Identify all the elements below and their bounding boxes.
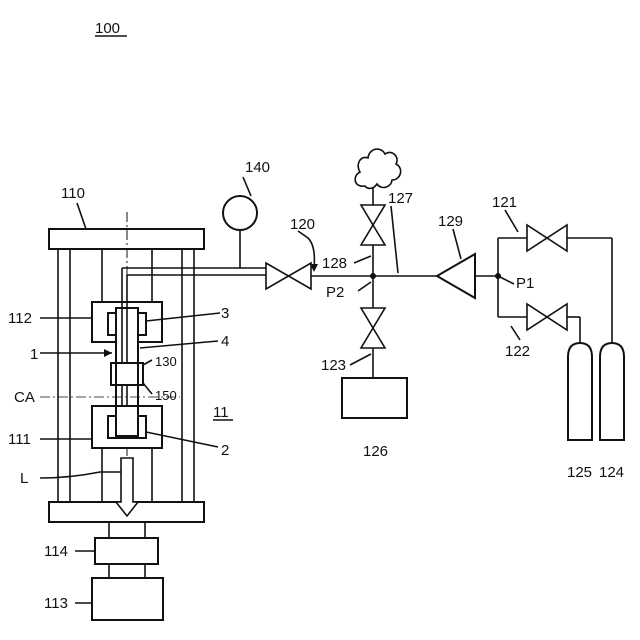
valve-122 bbox=[527, 304, 567, 330]
label-P2: P2 bbox=[326, 284, 344, 301]
label-112: 112 bbox=[8, 310, 32, 327]
label-150: 150 bbox=[155, 388, 177, 403]
label-127: 127 bbox=[388, 190, 413, 207]
vacuum-pump-126 bbox=[342, 378, 407, 418]
label-140: 140 bbox=[245, 159, 270, 176]
leader-122 bbox=[511, 326, 520, 340]
valve-121 bbox=[527, 225, 567, 251]
leader-127 bbox=[391, 206, 398, 273]
label-129: 129 bbox=[438, 213, 463, 230]
valve-120 bbox=[266, 263, 311, 289]
valve-128 bbox=[361, 205, 385, 245]
label-114: 114 bbox=[44, 543, 68, 560]
leader-L bbox=[40, 472, 121, 478]
label-CA: CA bbox=[14, 389, 35, 406]
figure-number: 100 bbox=[95, 20, 120, 37]
leader-140 bbox=[243, 177, 251, 196]
actuator-113 bbox=[92, 578, 163, 620]
leader-120 bbox=[298, 231, 314, 268]
load-arrow bbox=[116, 458, 138, 516]
label-124: 124 bbox=[599, 464, 624, 481]
label-11: 11 bbox=[213, 404, 229, 421]
specimen-lower-end bbox=[116, 406, 138, 436]
label-121: 121 bbox=[492, 194, 517, 211]
pressure-gauge-140 bbox=[223, 196, 257, 230]
label-120: 120 bbox=[290, 216, 315, 233]
leader-129 bbox=[453, 229, 461, 259]
label-113: 113 bbox=[44, 595, 68, 612]
regulator-129 bbox=[437, 254, 475, 298]
label-2: 2 bbox=[221, 442, 229, 459]
label-126: 126 bbox=[363, 443, 388, 460]
leader-P2 bbox=[358, 282, 371, 291]
leader-P1 bbox=[500, 277, 514, 284]
leader-123 bbox=[350, 354, 371, 365]
label-L: L bbox=[20, 470, 28, 487]
leader-128 bbox=[354, 256, 371, 263]
label-4: 4 bbox=[221, 333, 229, 350]
label-123: 123 bbox=[321, 357, 346, 374]
label-128: 128 bbox=[322, 255, 347, 272]
valve-123 bbox=[361, 308, 385, 348]
label-P1: P1 bbox=[516, 275, 534, 292]
label-1: 1 bbox=[30, 346, 38, 363]
label-110: 110 bbox=[61, 185, 85, 202]
leader-121 bbox=[505, 210, 518, 232]
leader-1-arrow bbox=[104, 349, 112, 357]
label-3: 3 bbox=[221, 305, 229, 322]
leader-110 bbox=[77, 203, 86, 229]
gas-cylinder-125 bbox=[568, 343, 592, 440]
label-130: 130 bbox=[155, 354, 177, 369]
label-111: 111 bbox=[8, 431, 31, 448]
label-125: 125 bbox=[567, 464, 592, 481]
sensor-core bbox=[116, 363, 138, 385]
leader-130 bbox=[143, 360, 152, 365]
label-122: 122 bbox=[505, 343, 530, 360]
load-cell-114 bbox=[95, 538, 158, 564]
gas-cylinder-124 bbox=[600, 343, 624, 440]
vent-cloud bbox=[355, 149, 401, 188]
leader-150 bbox=[143, 383, 152, 394]
